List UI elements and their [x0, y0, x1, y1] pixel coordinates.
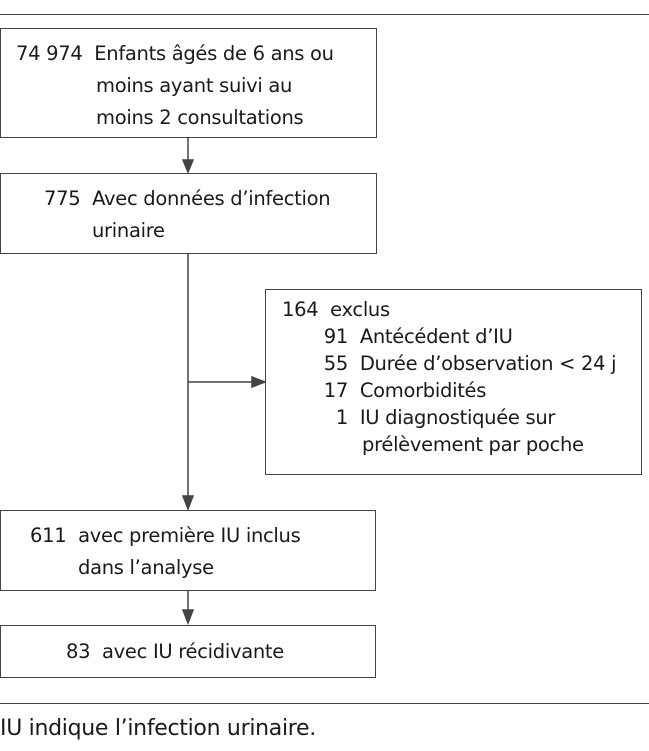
box-recurrent: [0, 625, 376, 678]
count: 164: [282, 298, 319, 321]
count: 775: [44, 187, 81, 210]
text-line: Enfants âgés de 6 ans ou: [94, 42, 334, 65]
count: 1: [335, 406, 348, 429]
exclusion-reason: Antécédent d’IU: [359, 325, 513, 348]
text-line: urinaire: [92, 219, 165, 242]
arrow-head: [181, 609, 195, 626]
box-included: [0, 510, 376, 591]
count: 611: [30, 524, 67, 547]
exclusion-reason: Comorbidités: [359, 379, 487, 402]
text-line: moins 2 consultations: [96, 106, 304, 129]
exclusion-reason: Durée d’observation < 24 j: [359, 352, 617, 375]
count: 74 974: [16, 42, 83, 65]
top-rule: [0, 14, 649, 15]
box-excluded: [265, 289, 642, 475]
text-line: avec IU récidivante: [102, 640, 284, 663]
box-uti-data: [0, 173, 377, 254]
exclusion-reason: prélèvement par poche: [362, 433, 584, 456]
caption: IU indique l’infection urinaire.: [0, 716, 316, 741]
exclusion-reason: IU diagnostiquée sur: [359, 406, 556, 429]
arrow-head: [181, 495, 195, 512]
box-start-text: 74 974 Enfants âgés de 6 ans ou moins ay…: [16, 38, 334, 134]
arrow-head: [181, 159, 195, 174]
count: 91: [323, 325, 349, 348]
box-recurrent-text: 83 avec IU récidivante: [66, 636, 284, 668]
box-uti-data-text: 775 Avec données d’infection urinaire: [44, 183, 331, 247]
bottom-rule: [0, 703, 649, 704]
text-line: Avec données d’infection: [92, 187, 331, 210]
arrow-head: [251, 375, 268, 389]
box-start: [0, 28, 377, 138]
box-included-text: 611 avec première IU inclus dans l’analy…: [30, 520, 301, 584]
box-excluded-text: 164 exclus 91 Antécédent d’IU 55 Durée d…: [282, 296, 617, 458]
label: exclus: [330, 298, 390, 321]
count: 55: [323, 352, 349, 375]
text-line: dans l’analyse: [78, 556, 214, 579]
text-line: moins ayant suivi au: [96, 74, 293, 97]
count: 83: [66, 640, 91, 663]
text-line: avec première IU inclus: [78, 524, 301, 547]
count: 17: [323, 379, 349, 402]
